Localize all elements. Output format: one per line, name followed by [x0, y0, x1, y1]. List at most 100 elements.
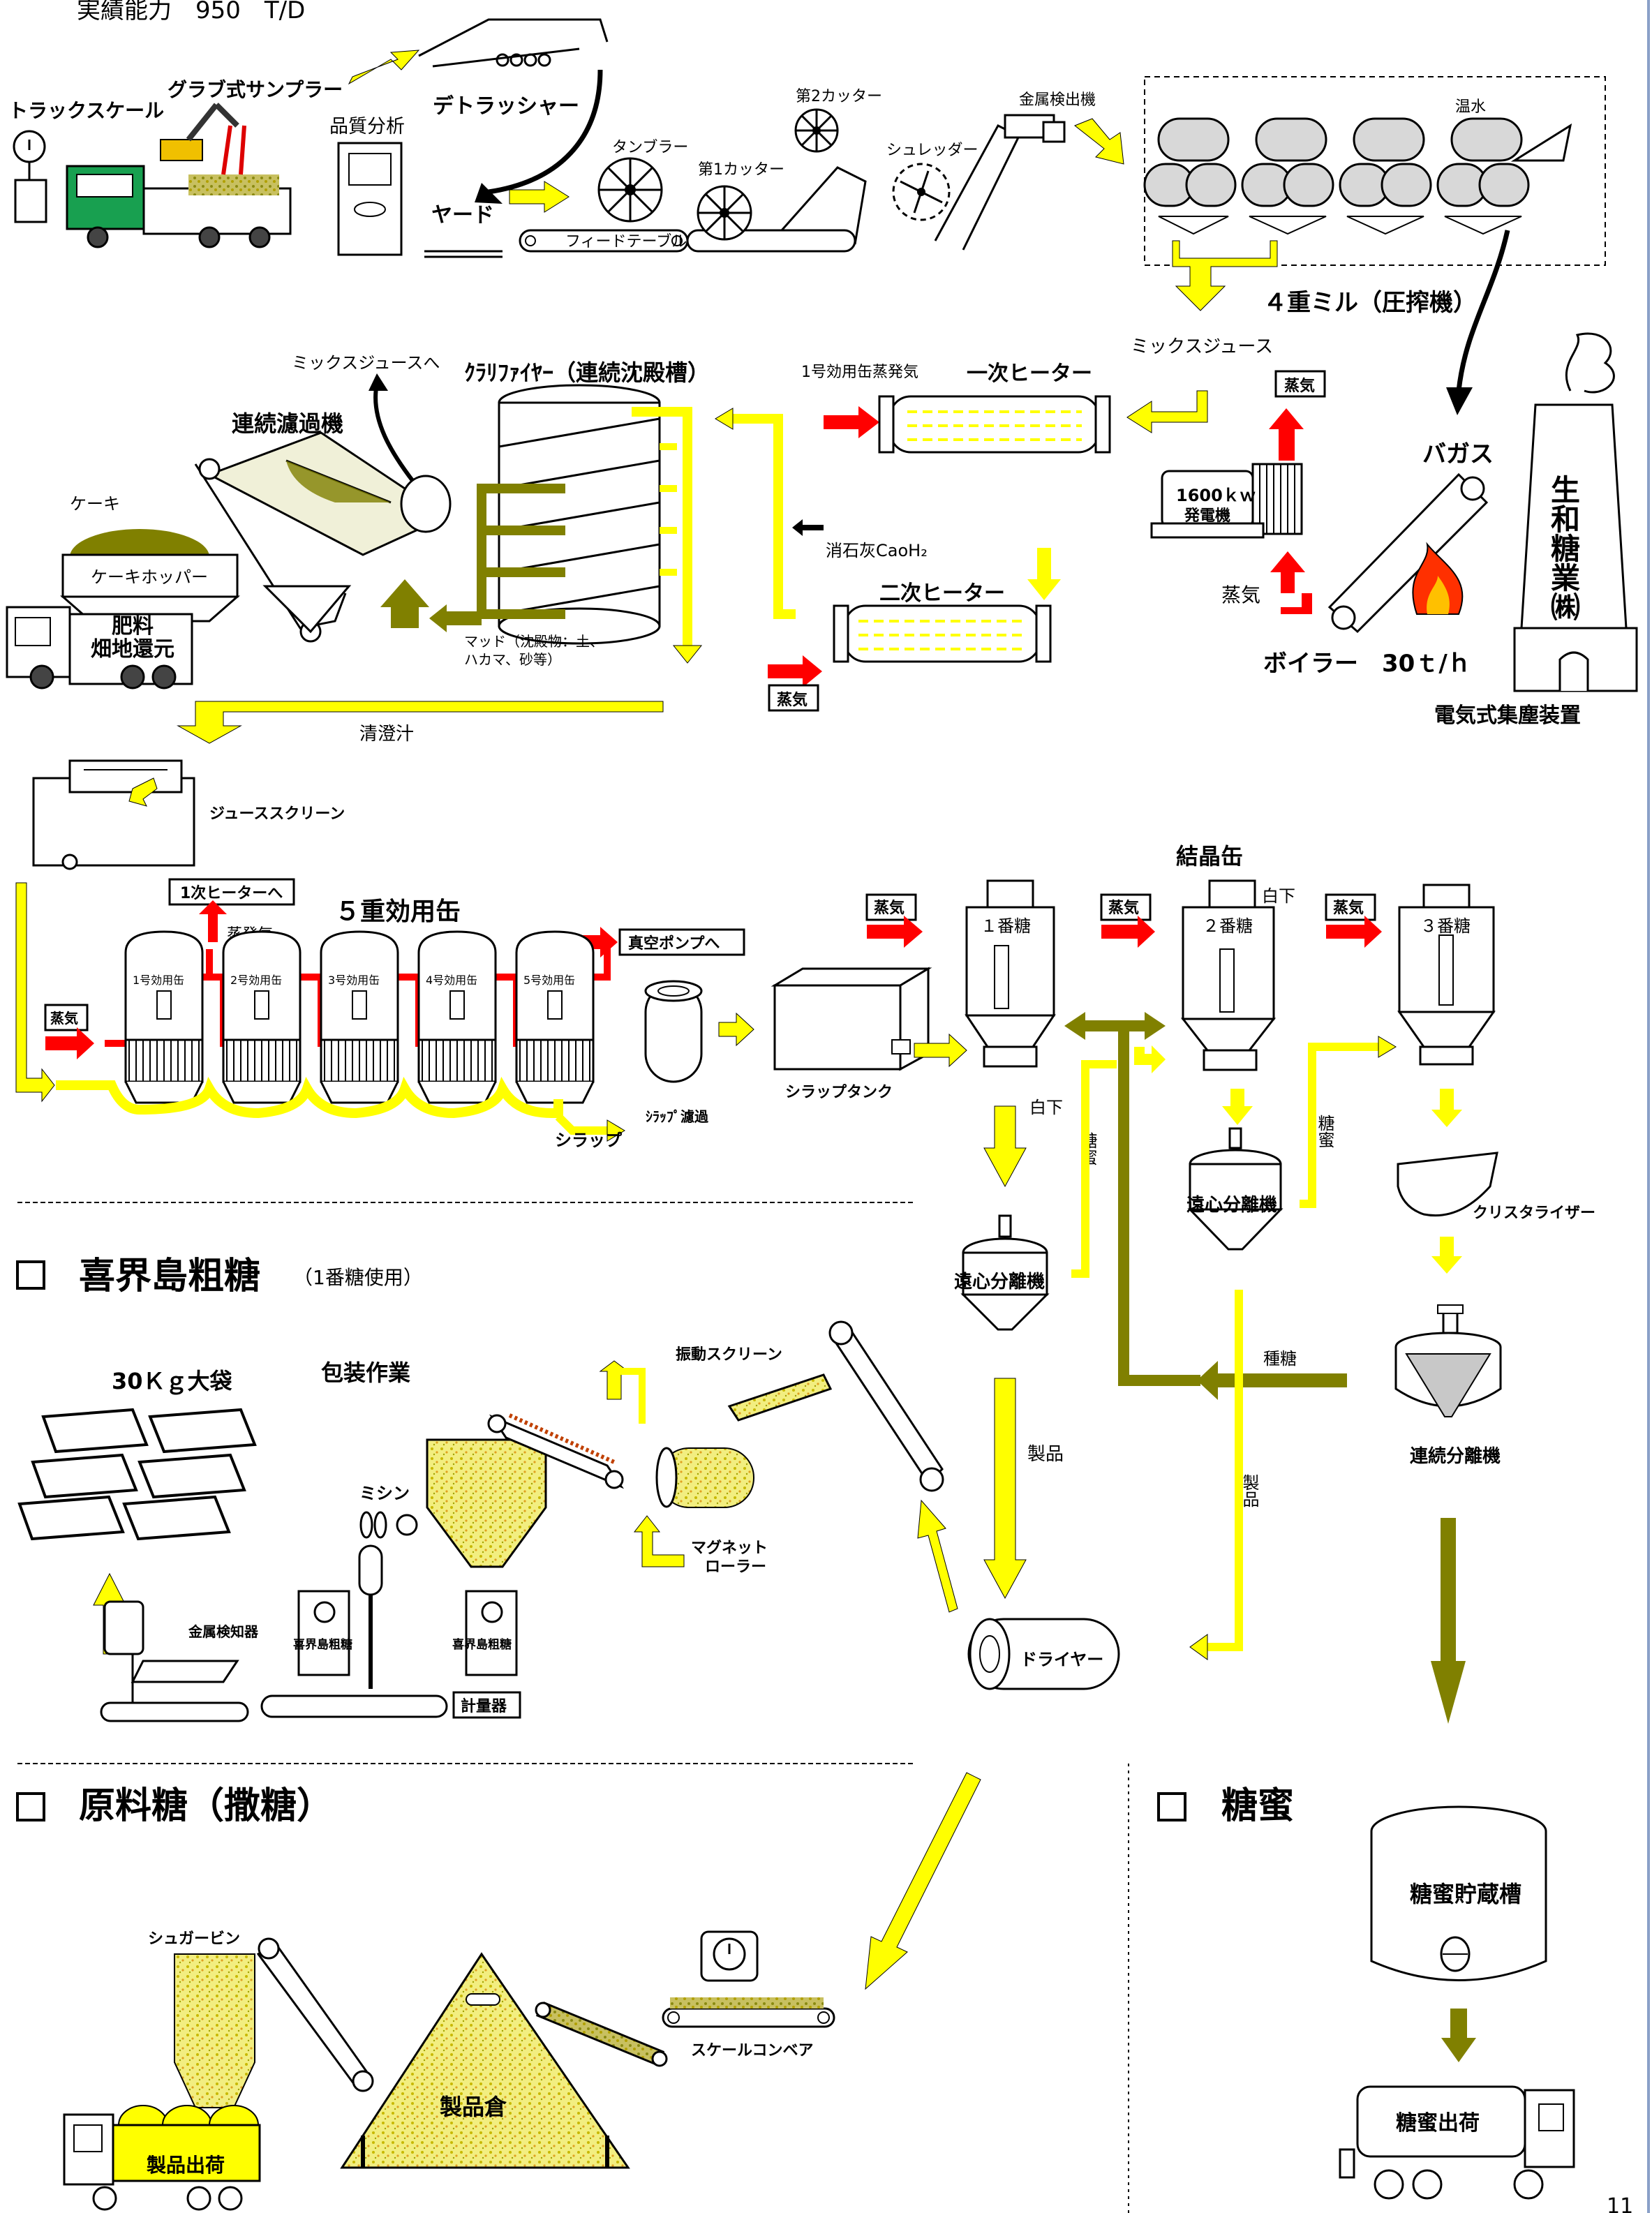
- cake-conveyor: [194, 458, 352, 643]
- heater2-label: 二次ヒーター: [879, 581, 1005, 606]
- pan3-icon: [1397, 884, 1496, 1066]
- clarifier-juice-flow: [632, 407, 692, 646]
- yard-label: ヤード: [431, 203, 494, 228]
- molasses-tank-down-arrow: [1441, 2009, 1476, 2062]
- flow-arrow-to-feed: [509, 181, 570, 213]
- company-label: 生和糖業㈱: [1547, 475, 1581, 621]
- packing-conveyor-incline: [487, 1413, 625, 1489]
- rotary-filter-label: 連続濾過機: [232, 410, 343, 437]
- clear-juice-flow: [177, 701, 664, 744]
- vibrating-screen-icon: [727, 1373, 833, 1422]
- flow-arrow-to-detrasher: [348, 50, 420, 85]
- steam-arrow-heater1: [824, 406, 879, 438]
- kikai-heading: 喜界島粗糖: [79, 1255, 260, 1297]
- molasses-shipment-label: 糖蜜出荷: [1396, 2111, 1480, 2136]
- effect-2-label: 2号効用缶: [230, 974, 282, 987]
- pan2-label: ２番糖: [1203, 916, 1253, 936]
- mud-label-line1: マッド（沈殿物：土、: [464, 633, 604, 650]
- grab-sampler-label: グラブ式サンプラー: [168, 78, 343, 101]
- to-clarifier-arrowhead: [715, 408, 734, 430]
- precipitator-label: 電気式集塵装置: [1434, 703, 1581, 728]
- centrifuge2-icon: [1187, 1127, 1283, 1251]
- clarifier-tank: [498, 384, 661, 645]
- scale-box: [452, 1691, 521, 1719]
- bag-2-icon: [465, 1590, 518, 1676]
- metal-detector-label: 金属検知器: [188, 1623, 259, 1640]
- evaporator-title: ５重効用缶: [335, 897, 461, 926]
- steam-box-pan2-text: 蒸気: [1108, 899, 1139, 917]
- steam-box-pan3-text: 蒸気: [1333, 899, 1364, 917]
- mud-label-line2: ハカマ、砂等）: [464, 651, 561, 668]
- effect-3-label: 3号効用缶: [328, 974, 380, 987]
- pan3-down-arrow: [1431, 1089, 1462, 1127]
- steam-label-heater2: 蒸気: [777, 691, 808, 709]
- shipment-label: 製品出荷: [147, 2154, 225, 2177]
- boiler-steam-label: 蒸気: [1221, 583, 1260, 606]
- heater1-to-heater2: [1027, 548, 1061, 600]
- warehouse-label: 製品倉: [440, 2094, 507, 2120]
- yard-arrowhead: [475, 183, 503, 204]
- effect-4: [417, 930, 497, 1104]
- four-roll-mill: [1143, 76, 1606, 266]
- mud-return-arrow: [380, 579, 429, 628]
- chimney-icon: [1513, 332, 1638, 692]
- bag-1-icon: [297, 1590, 350, 1676]
- scale-conveyor-icon: [662, 1930, 835, 2028]
- shredder-conveyor: [934, 114, 1066, 251]
- centrifuge1-label: 遠心分離機: [954, 1271, 1045, 1292]
- effect-1: [124, 930, 204, 1104]
- warm-water-label: 温水: [1455, 98, 1486, 116]
- pan2-down-arrow: [1222, 1089, 1253, 1125]
- shipment-truck-icon: [63, 2105, 261, 2211]
- molasses-heading: 糖蜜: [1221, 1785, 1294, 1827]
- crystallizer-title: 結晶缶: [1176, 843, 1243, 870]
- fertilizer-label-line2: 畑地還元: [91, 637, 174, 662]
- scale-conveyor-label: スケールコンベア: [691, 2042, 814, 2059]
- to-vacuum-pump-text: 真空ポンプへ: [628, 934, 720, 953]
- evap-vapor-label: 1号効用缶蒸発気: [801, 364, 918, 381]
- cutter1-label: 第1カッター: [698, 161, 784, 179]
- boiler-label: ボイラー 30ｔ/ｈ: [1263, 650, 1471, 678]
- raw-sugar-heading: 原料糖（撒糖）: [79, 1785, 333, 1827]
- product-b-arrowhead: [1189, 1634, 1208, 1660]
- steam-box-pan3: [1325, 893, 1376, 921]
- magnet-label-line1: マグネット: [691, 1539, 768, 1557]
- quality-analysis-icon: [337, 142, 403, 256]
- return-to-mixed-juice-arrow: [373, 383, 421, 490]
- mixed-juice-label: ミックスジュース: [1131, 336, 1273, 357]
- mill-label: ４重ミル（圧搾機）: [1263, 289, 1477, 317]
- seed-sugar-arrow: [1197, 1361, 1347, 1400]
- steam-box-generator: [1274, 370, 1326, 398]
- flow-arrow-to-mill: [1074, 118, 1124, 165]
- boiler-steam-arrow: [1270, 551, 1312, 614]
- clarifier-juice-arrowhead: [672, 645, 703, 664]
- juice-screen-label: ジューススクリーン: [209, 805, 345, 823]
- raw-sugar-heading-checkbox: [16, 1792, 45, 1821]
- shredder-icon: [892, 163, 951, 221]
- mill-juice-collector-arrow: [1172, 240, 1278, 311]
- heater2-icon: [833, 604, 1052, 663]
- pan1-icon: [965, 879, 1056, 1068]
- mud-outflow-arrow: [429, 604, 482, 632]
- clarifier-inner-pipes: [660, 443, 677, 576]
- kikai-note: （1番糖使用）: [293, 1266, 423, 1289]
- steam-arrow-pan3: [1326, 916, 1382, 948]
- cake-hopper-label: ケーキホッパー: [91, 567, 208, 587]
- steam-up-arrow: [1269, 408, 1304, 461]
- molasses-a-flow: [1071, 1060, 1117, 1278]
- magnet-up-arrow: [633, 1515, 685, 1567]
- dryer-to-conveyor-arrow: [917, 1499, 958, 1613]
- magnet-label-line2: ローラー: [705, 1558, 766, 1576]
- filter-to-tank-arrow: [718, 1012, 754, 1047]
- effect-5-label: 5号効用缶: [523, 974, 575, 987]
- to-mixed-juice-label: ミックスジュースへ: [292, 353, 440, 373]
- feed-table-label: フィードテーブル: [565, 233, 687, 251]
- grab-sampler-icon: [160, 103, 246, 175]
- sugar-bin-icon: [174, 1937, 374, 2108]
- packing-conveyor: [260, 1694, 448, 1718]
- truck-scale-icon: [13, 130, 47, 223]
- molasses-truck-icon: [1339, 2085, 1575, 2200]
- bucket-elevator-icon: [828, 1320, 944, 1492]
- steam-box-pan2: [1100, 893, 1152, 921]
- bag-2-label: 喜界島粗糖: [452, 1637, 512, 1652]
